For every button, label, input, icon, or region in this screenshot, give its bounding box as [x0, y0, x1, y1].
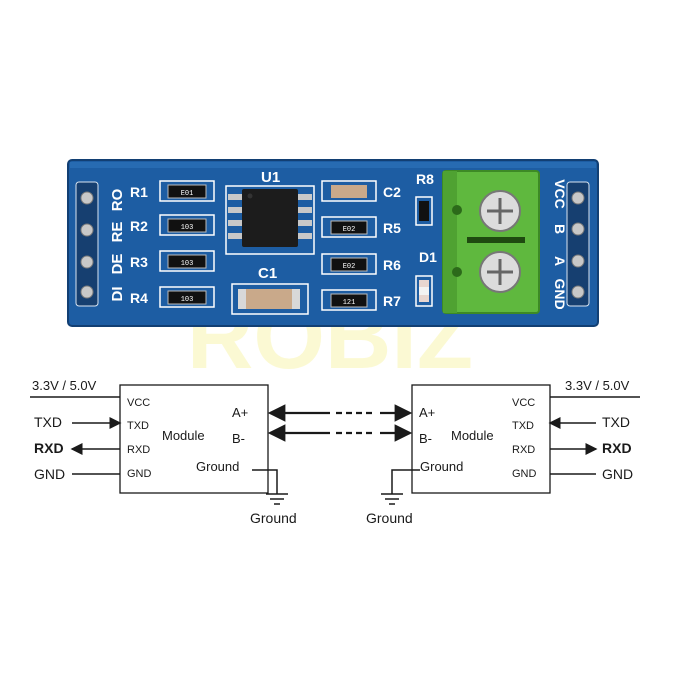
header-pin — [571, 285, 585, 299]
ref-label: R4 — [130, 290, 148, 306]
right-pin-txd: TXD — [512, 420, 534, 432]
pin-label-gnd: GND — [552, 278, 568, 309]
header-pin — [80, 255, 94, 269]
header-pin — [80, 191, 94, 205]
left-rxd-label: RXD — [34, 440, 64, 456]
left-ground-pin-label: Ground — [196, 459, 239, 474]
ref-label: R5 — [383, 220, 401, 236]
resistor-r4: R4 103 — [130, 286, 215, 308]
right-module-label: Module — [451, 428, 494, 443]
left-pin-vcc: VCC — [127, 397, 150, 409]
right-ground-pin-label: Ground — [420, 459, 463, 474]
wiring-diagram — [30, 384, 640, 505]
pin-label-re: RE — [109, 222, 126, 243]
right-pin-gnd: GND — [512, 468, 537, 480]
right-rxd-label: RXD — [602, 440, 632, 456]
left-pin-gnd: GND — [127, 468, 152, 480]
resistor-code: E02 — [343, 263, 356, 271]
left-module-label: Module — [162, 428, 205, 443]
pin-label-de: DE — [109, 254, 126, 275]
resistor-r3: R3 103 — [130, 250, 215, 272]
header-pin — [80, 223, 94, 237]
right-pin-vcc: VCC — [512, 397, 535, 409]
left-header — [75, 181, 99, 307]
ref-label: C2 — [383, 184, 401, 200]
right-diagram-labels: 3.3V / 5.0V TXD RXD GND VCC TXD RXD GND … — [366, 378, 633, 526]
resistor-r1: R1 E01 — [130, 180, 215, 202]
left-pin-rxd: RXD — [127, 444, 150, 456]
resistor-code: E01 — [181, 190, 194, 198]
ref-label: R8 — [416, 171, 434, 187]
pin-label-a: A — [552, 256, 568, 266]
resistor-code: 121 — [343, 299, 356, 307]
header-pin — [571, 254, 585, 268]
ref-label: R3 — [130, 254, 148, 270]
resistor-r7: 121 R7 — [321, 289, 401, 311]
capacitor-c1: C1 — [231, 265, 309, 315]
right-pin-a: A+ — [419, 405, 435, 420]
pin-label-ro: RO — [109, 188, 126, 211]
ref-label: R7 — [383, 293, 401, 309]
pin-label-vcc: VCC — [552, 179, 568, 209]
left-ground-symbol — [266, 493, 288, 505]
screw-terminal — [442, 170, 540, 314]
left-supply-label: 3.3V / 5.0V — [32, 378, 97, 393]
left-pin-a: A+ — [232, 405, 248, 420]
ref-label: C1 — [258, 265, 277, 282]
resistor-r8: R8 — [415, 171, 434, 226]
led-d1: D1 — [415, 249, 437, 307]
resistor-r5: E02 R5 — [321, 216, 401, 238]
header-pin — [571, 222, 585, 236]
right-ground-symbol — [381, 493, 403, 505]
right-txd-label: TXD — [602, 414, 630, 430]
pin-label-di: DI — [109, 287, 126, 302]
right-pin-rxd: RXD — [512, 444, 535, 456]
left-ground-wire — [252, 469, 278, 494]
right-supply-label: 3.3V / 5.0V — [565, 378, 630, 393]
resistor-code: E02 — [343, 226, 356, 234]
resistor-code: 103 — [181, 260, 194, 268]
left-pin-b: B- — [232, 431, 245, 446]
left-gnd-label: GND — [34, 466, 65, 482]
ref-label: R6 — [383, 257, 401, 273]
right-ground-symbol-label: Ground — [366, 510, 413, 526]
left-pin-txd: TXD — [127, 420, 149, 432]
left-ground-symbol-label: Ground — [250, 510, 297, 526]
pin-label-b: B — [552, 224, 568, 234]
capacitor-c2: C2 — [321, 180, 401, 202]
left-diagram-labels: 3.3V / 5.0V TXD RXD GND VCC TXD RXD GND … — [32, 378, 297, 526]
resistor-code: 103 — [181, 224, 194, 232]
right-ground-wire — [391, 469, 420, 494]
right-pin-b: B- — [419, 431, 432, 446]
resistor-r6: E02 R6 — [321, 253, 401, 275]
right-header — [566, 181, 590, 307]
rs485-board-photo: RO RE DE DI R1 E01 R2 103 R3 103 R4 103 — [67, 159, 599, 327]
ref-label: D1 — [419, 249, 437, 265]
chip-u1: U1 — [225, 169, 315, 255]
header-pin — [571, 191, 585, 205]
ref-label: R1 — [130, 184, 148, 200]
right-gnd-label: GND — [602, 466, 633, 482]
ref-label: R2 — [130, 218, 148, 234]
resistor-r2: R2 103 — [130, 214, 215, 236]
resistor-code: 103 — [181, 296, 194, 304]
ref-label: U1 — [261, 169, 280, 186]
left-txd-label: TXD — [34, 414, 62, 430]
header-pin — [80, 285, 94, 299]
